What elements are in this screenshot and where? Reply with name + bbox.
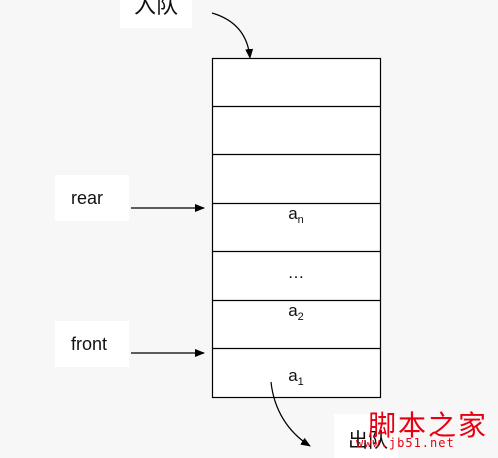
enqueue-label: 入队: [134, 0, 179, 19]
cell-label-ellipsis: …: [287, 263, 305, 282]
queue-container: [211, 57, 382, 399]
cell-label-a1: a1: [288, 366, 304, 388]
watermark-url: www.jb51.net: [356, 436, 455, 450]
watermark-title: 脚本之家: [368, 409, 489, 442]
enqueue-arrow: [211, 12, 254, 59]
rear-label: rear: [71, 188, 104, 208]
rear-label-box: rear: [55, 175, 129, 221]
cell-label-an: an: [288, 204, 304, 226]
front-label-box: front: [55, 321, 129, 367]
front-label: front: [71, 334, 108, 354]
cell-label-a2: a2: [288, 301, 304, 323]
dequeue-arrow: [270, 381, 311, 447]
dequeue-label-box: 出队: [334, 414, 398, 458]
dequeue-label: 出队: [348, 428, 388, 452]
enqueue-label-box: 入队: [120, 0, 192, 28]
